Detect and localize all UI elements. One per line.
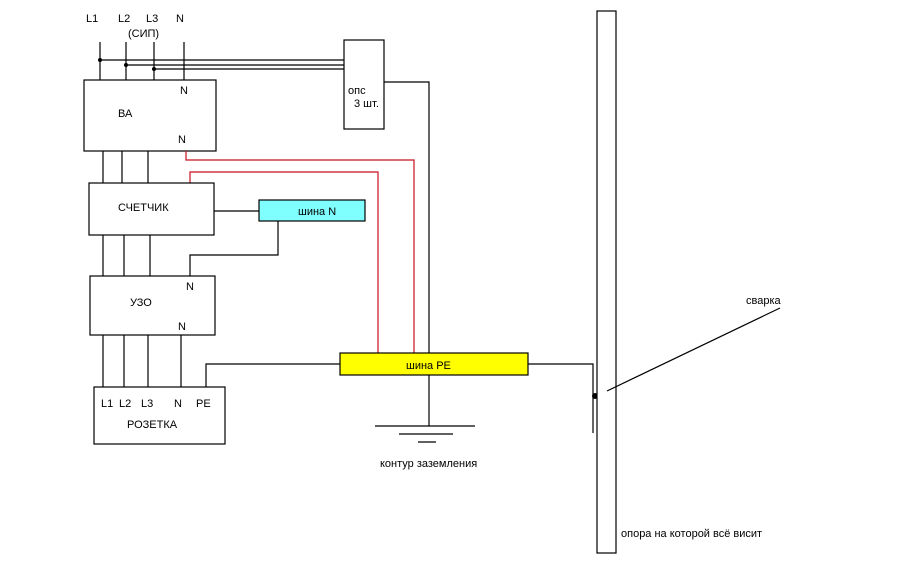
breaker-block xyxy=(83,79,217,152)
ground-label: контур заземления xyxy=(380,458,477,470)
phase-label-n: N xyxy=(176,13,184,25)
phase-label-l3: L3 xyxy=(146,13,158,25)
breaker-n-bottom: N xyxy=(178,134,186,146)
weld-leader-line xyxy=(606,307,781,392)
socket-terminal-l1: L1 xyxy=(101,398,113,410)
phase-label-l2: L2 xyxy=(118,13,130,25)
pen-wire-meter xyxy=(189,171,379,354)
rcd-label: УЗО xyxy=(130,297,152,309)
wire-surge-to-pe xyxy=(384,81,430,354)
pole xyxy=(596,10,617,554)
rcd-block xyxy=(89,275,216,336)
wire-socket-pe xyxy=(205,363,340,387)
meter-block xyxy=(88,182,215,236)
n-bus-label: шина N xyxy=(298,206,336,218)
weld-label: сварка xyxy=(746,295,782,307)
surge-label-line2: 3 шт. xyxy=(354,98,379,110)
wire-pe-to-pole xyxy=(528,363,594,433)
junction-dot xyxy=(124,63,128,67)
surge-label-line1: опс xyxy=(348,85,366,97)
surge-protector-block xyxy=(343,39,385,130)
socket-block xyxy=(93,386,226,445)
socket-terminal-l3: L3 xyxy=(141,398,153,410)
pole-label: опора на которой всё висит xyxy=(621,528,762,540)
phase-label-l1: L1 xyxy=(86,13,98,25)
wire-nbus-rcd xyxy=(189,221,279,276)
rcd-n-bottom: N xyxy=(178,321,186,333)
n-bus xyxy=(258,199,366,222)
socket-label: РОЗЕТКА xyxy=(127,419,178,431)
pe-bus-label: шина PE xyxy=(406,360,451,372)
socket-terminal-n: N xyxy=(174,398,182,410)
breaker-label: ВА xyxy=(118,108,133,120)
rcd-n-top: N xyxy=(186,281,194,293)
cable-type-label: (СИП) xyxy=(128,28,159,40)
breaker-n-top: N xyxy=(180,85,188,97)
socket-terminal-pe: PE xyxy=(196,398,211,410)
meter-label: СЧЕТЧИК xyxy=(118,202,169,214)
socket-terminal-l2: L2 xyxy=(119,398,131,410)
pen-wire-breaker xyxy=(185,151,415,354)
junction-dot xyxy=(98,58,102,62)
junction-dot xyxy=(152,67,156,71)
